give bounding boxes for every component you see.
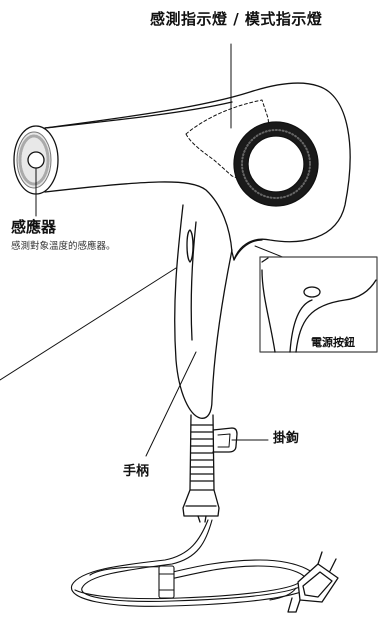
side-button (186, 229, 194, 263)
indicator-panel (185, 99, 273, 186)
indicator-label: 感測指示燈 / 模式指示燈 (150, 10, 323, 28)
handle-body (174, 204, 233, 523)
sensor-label: 感應器 (11, 218, 57, 236)
plug (287, 551, 339, 613)
hook-label: 掛鉤 (273, 431, 300, 446)
sensor-description: 感測對象溫度的感應器。 (11, 241, 116, 252)
handle-label: 手柄 (123, 464, 150, 479)
power-button-label: 電源按鈕 (311, 336, 355, 349)
air-outlet (233, 121, 319, 207)
power-cord (71, 519, 318, 607)
power-button-inset (259, 256, 378, 353)
dryer-body (44, 82, 351, 261)
